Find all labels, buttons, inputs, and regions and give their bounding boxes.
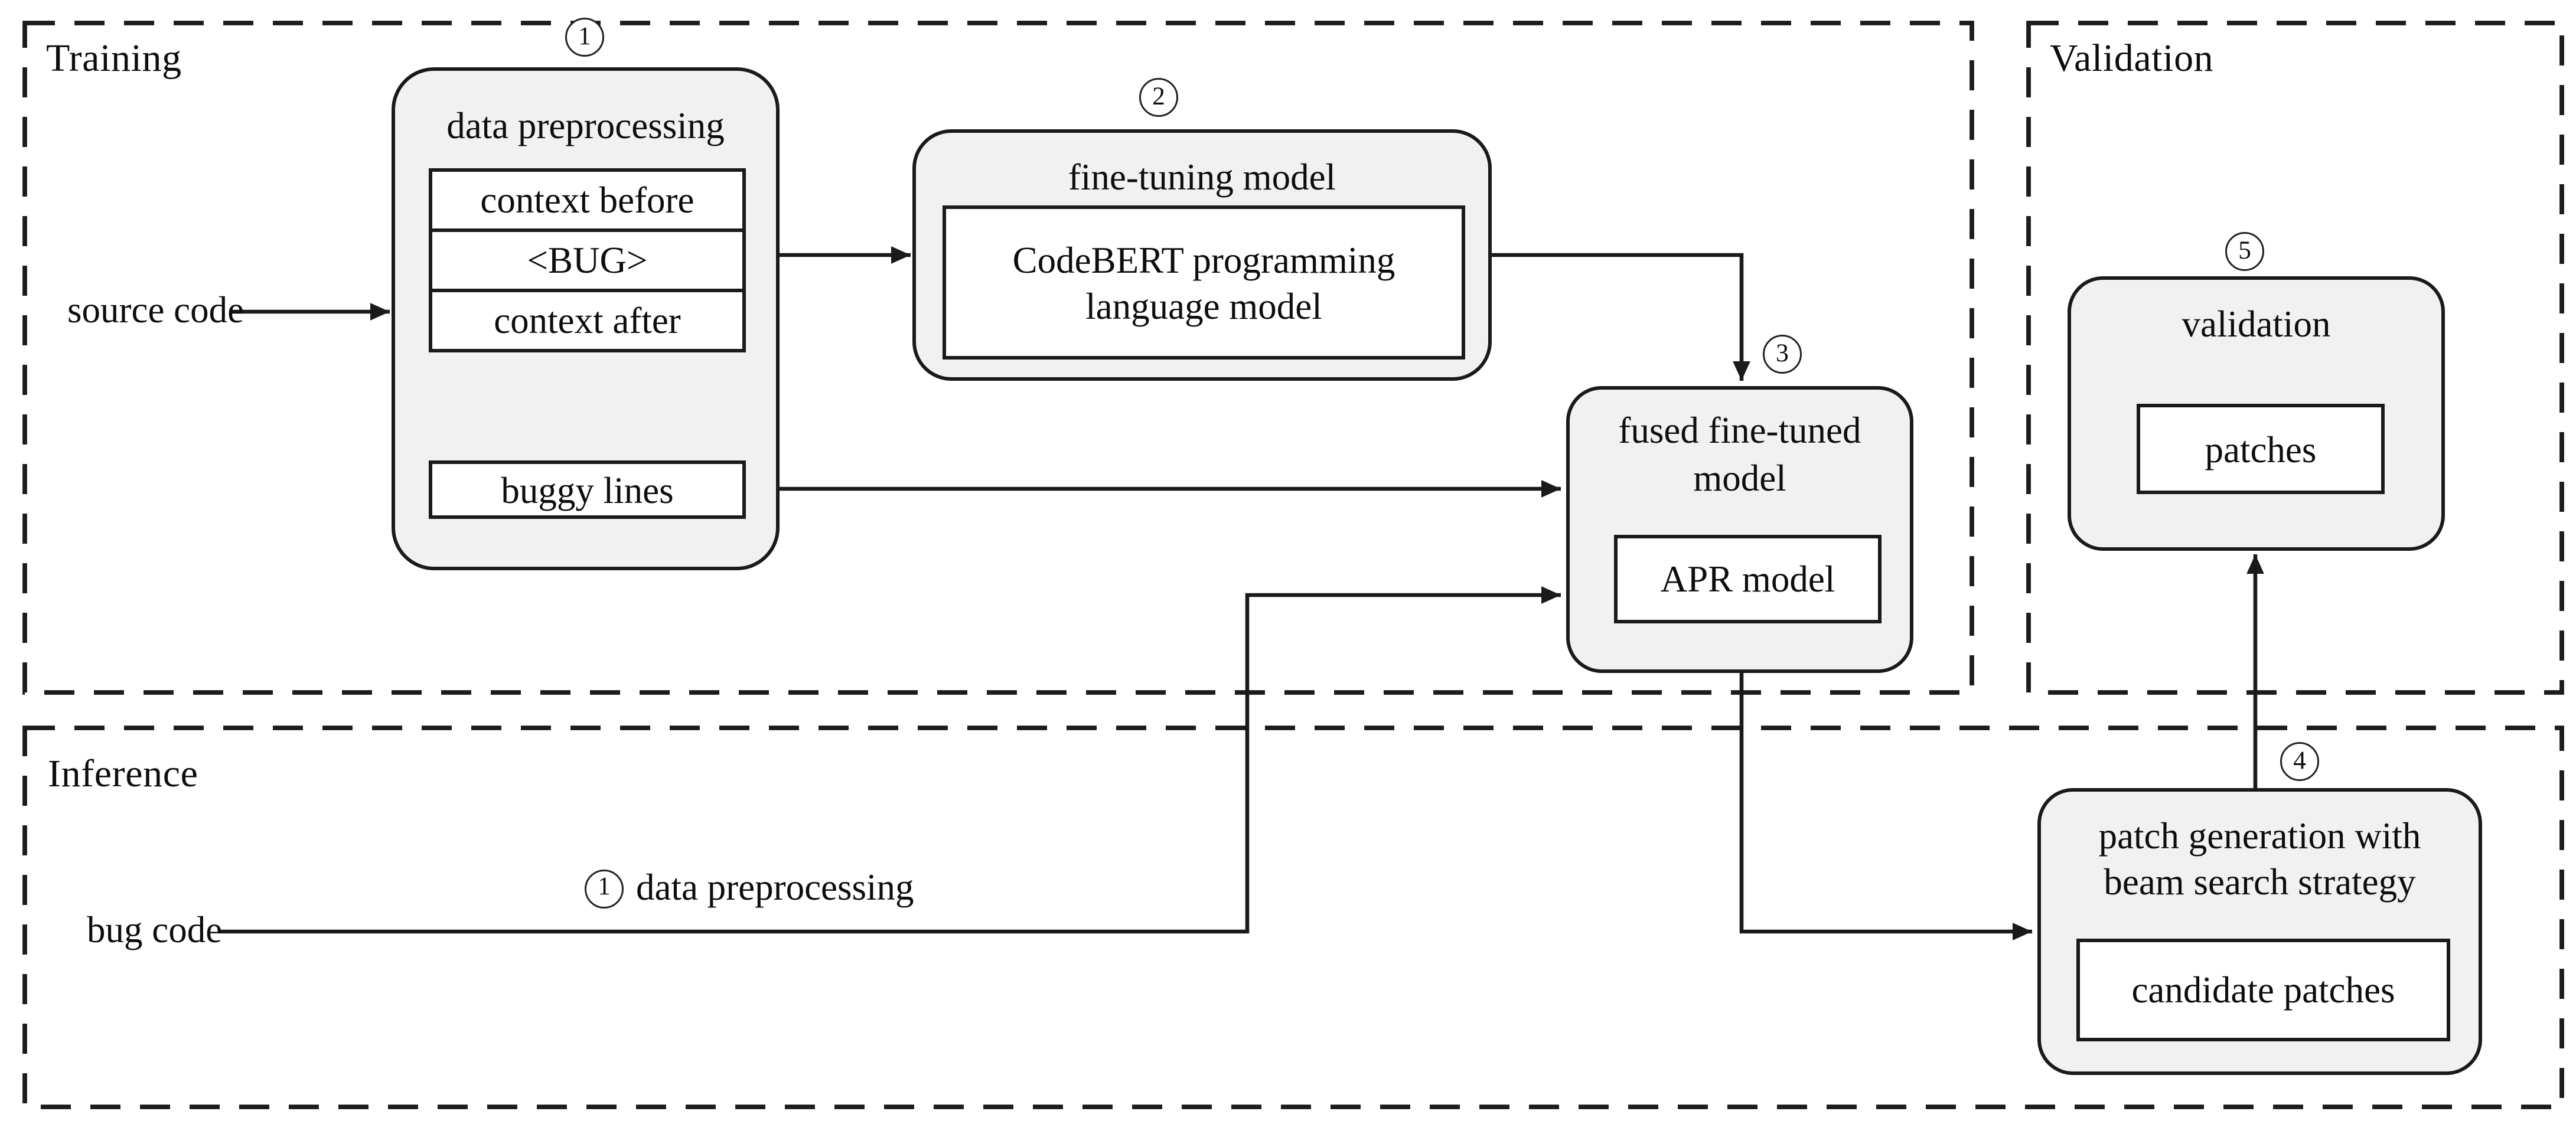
step-3-badge: 3 [1763, 335, 1802, 374]
bug-code-label: bug code [87, 909, 223, 951]
node-validation: validation patches [2068, 276, 2445, 551]
training-section-label: Training [46, 35, 182, 80]
validation-section-label: Validation [2050, 35, 2214, 80]
data-preprocessing-title: data preprocessing [446, 104, 725, 147]
node-patch-generation: patch generation with beam search strate… [2037, 788, 2482, 1075]
node-fine-tuning-model: fine-tuning model CodeBERT programming l… [912, 129, 1492, 381]
buggy-lines-box: buggy lines [429, 460, 746, 519]
fused-model-title: fused fine-tuned model [1570, 407, 1910, 503]
codebert-box: CodeBERT programming language model [943, 205, 1465, 360]
inference-edge-step-badge: 1 [585, 868, 624, 908]
patch-generation-title: patch generation with beam search strate… [2041, 813, 2479, 905]
apr-model-box: APR model [1614, 535, 1882, 623]
patches-box: patches [2137, 404, 2385, 494]
patch-generation-title-line2: beam search strategy [2104, 861, 2416, 903]
context-after-box: context after [432, 289, 742, 349]
codebert-line2: language model [1085, 284, 1322, 327]
arrow-fine-tuning-to-fused-model [1492, 253, 1750, 381]
patch-generation-title-line1: patch generation with [2098, 815, 2421, 857]
arrow-fused-model-to-patch-generation [1739, 673, 2032, 940]
inference-section-label: Inference [48, 751, 198, 795]
step-1-badge: 1 [565, 18, 604, 57]
bug-token-box: <BUG> [432, 228, 742, 289]
source-code-label: source code [67, 289, 244, 331]
fused-model-title-line1: fused fine-tuned [1618, 409, 1861, 452]
node-fused-fine-tuned-model: fused fine-tuned model APR model [1566, 386, 1913, 673]
validation-title: validation [2182, 303, 2331, 345]
inference-edge-text: data preprocessing [636, 866, 914, 909]
fused-model-title-line2: model [1693, 457, 1786, 499]
step-4-badge: 4 [2280, 742, 2319, 781]
step-5-badge: 5 [2225, 232, 2264, 271]
codebert-line1: CodeBERT programming [1012, 238, 1395, 281]
context-before-box: context before [480, 178, 694, 221]
candidate-patches-box: candidate patches [2076, 939, 2450, 1041]
fine-tuning-title: fine-tuning model [1068, 156, 1336, 198]
context-stack: context before <BUG> context after [429, 168, 746, 352]
node-data-preprocessing: data preprocessing context before <BUG> … [392, 67, 780, 570]
inference-edge-label: 1 data preprocessing [585, 866, 914, 910]
step-2-badge: 2 [1139, 78, 1178, 117]
